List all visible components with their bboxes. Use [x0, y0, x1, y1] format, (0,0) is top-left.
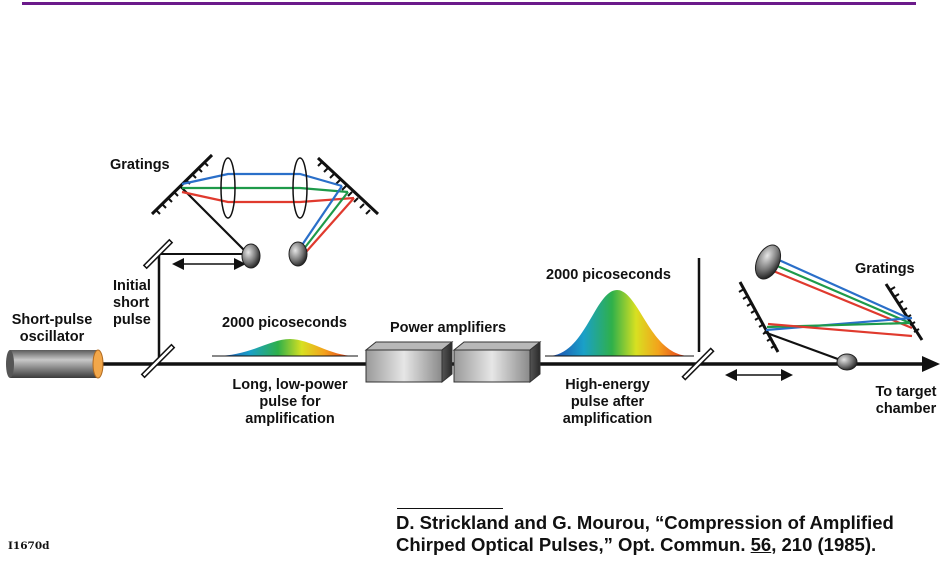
- compressor-grating-right: [884, 283, 924, 341]
- amplified-duration-label: 2000 picoseconds: [546, 267, 671, 283]
- gratings-label-top: Gratings: [110, 157, 170, 173]
- reference-citation: D. Strickland and G. Mourou, “Compressio…: [396, 512, 894, 555]
- power-amplifier-2: [452, 340, 542, 384]
- oscillator-label: Short-pulse oscillator: [11, 312, 93, 345]
- mirror: [241, 243, 261, 269]
- lens: [220, 157, 236, 219]
- initial-pulse-label: Initial short pulse: [113, 278, 151, 328]
- target-label: To target chamber: [875, 384, 937, 417]
- stretched-duration-label: 2000 picoseconds: [222, 315, 347, 331]
- beam-arrowhead: [922, 356, 940, 372]
- reference-rule: [397, 508, 503, 509]
- long-pulse-label: Long, low-power pulse for amplification: [232, 377, 348, 427]
- amplified-pulse: [548, 290, 690, 356]
- power-amplifier-1: [364, 340, 454, 384]
- mirror: [288, 241, 308, 267]
- oscillator: [6, 349, 104, 379]
- compressor-grating-left: [738, 281, 780, 353]
- header-accent-bar: [22, 2, 916, 5]
- figure-code: I1670d: [8, 540, 50, 552]
- stretcher-beams: [179, 172, 355, 255]
- gratings-label-right: Gratings: [855, 261, 915, 277]
- power-amplifiers-label: Power amplifiers: [390, 320, 507, 336]
- mirror: [754, 244, 782, 280]
- mirror: [836, 353, 858, 371]
- lens: [292, 157, 308, 219]
- high-energy-pulse-label: High-energy pulse after amplification: [562, 377, 653, 427]
- reference-volume: 56: [750, 534, 772, 555]
- compressor-beams: [763, 254, 913, 364]
- stretcher-grating-right: [316, 156, 380, 216]
- beam-splitter: [140, 238, 176, 379]
- beam-splitter: [681, 347, 715, 381]
- stretched-pulse: [215, 339, 355, 356]
